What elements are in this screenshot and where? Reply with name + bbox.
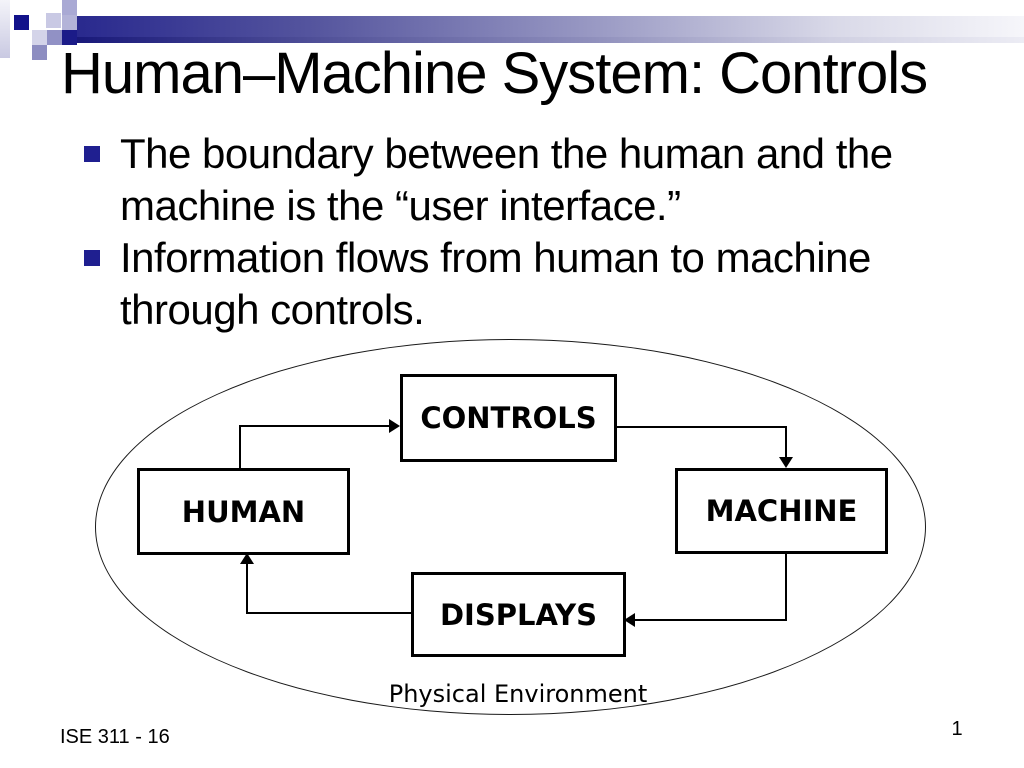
bullet-text-1: The boundary between the human and the m… [120,130,893,229]
deco-square-navy [62,30,77,45]
arrowhead-right-icon [389,419,400,433]
banner-left-strip [0,0,10,58]
arrowhead-up-icon [240,553,254,564]
connector-human-controls [239,425,391,427]
footer-course-label: ISE 311 - 16 [60,726,170,748]
connector-machine-displays [634,619,787,621]
connector-displays-human [246,612,411,614]
diagram-caption: Physical Environment [388,680,648,708]
node-label-machine: MACHINE [705,494,858,528]
arrowhead-left-icon [624,613,635,627]
slide-number: 1 [951,718,963,740]
diagram-node-displays: DISPLAYS [411,572,626,657]
diagram-node-human: HUMAN [137,468,350,555]
node-label-human: HUMAN [181,494,306,529]
connector-controls-machine [785,426,787,459]
deco-square [32,45,47,60]
deco-square [62,0,77,15]
deco-square [47,30,62,45]
bullet-square-icon [84,250,100,266]
connector-machine-displays [785,551,787,620]
banner-gradient-stripe [60,37,1024,43]
environment-ellipse [95,339,926,715]
connector-human-controls [239,426,241,468]
deco-square-navy [14,15,29,30]
bullet-square-icon [84,146,100,162]
node-label-displays: DISPLAYS [439,597,598,632]
deco-square [32,30,47,45]
deco-square [62,15,77,30]
connector-displays-human [246,564,248,614]
banner-gradient-bar [77,16,1024,37]
node-label-controls: CONTROLS [420,401,597,435]
slide-title: Human–Machine System: Controls [61,41,928,106]
bullet-text-2: Information flows from human to machine … [120,234,871,333]
deco-square [46,13,61,28]
arrowhead-down-icon [779,457,793,468]
connector-controls-machine [614,426,786,428]
diagram-node-controls: CONTROLS [400,374,617,462]
diagram-node-machine: MACHINE [675,468,888,554]
